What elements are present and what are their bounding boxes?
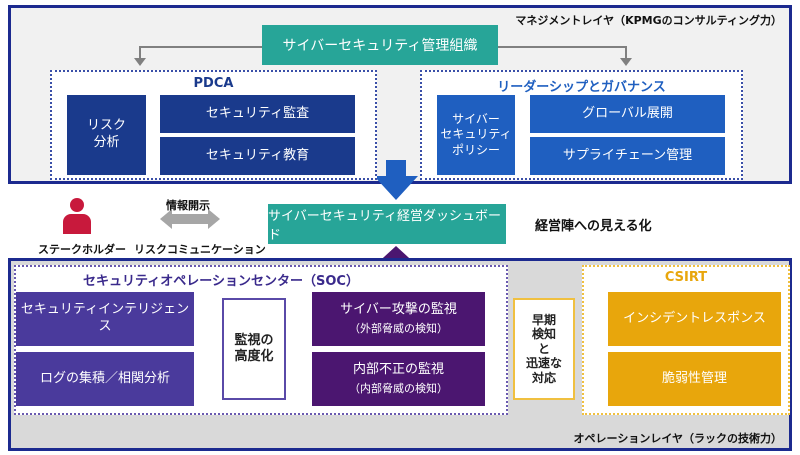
advanced-line-1: 監視の xyxy=(234,332,274,348)
supply-chain-management-box: サプライチェーン管理 xyxy=(530,137,725,175)
risk-analysis-box: リスク 分析 xyxy=(67,95,146,175)
pdca-title: PDCA xyxy=(193,76,234,91)
org-to-pdca-arrow xyxy=(139,46,262,60)
global-expansion-box: グローバル展開 xyxy=(530,95,725,133)
internal-fraud-monitoring-box: 内部不正の監視 （内部脅威の検知） xyxy=(312,352,485,406)
risk-analysis-line-1: リスク xyxy=(86,118,126,134)
visibility-label: 経営陣への見える化 xyxy=(535,219,652,234)
cyber-security-policy-box: サイバー セキュリティ ポリシー xyxy=(437,95,515,175)
policy-line-3: ポリシー xyxy=(451,142,500,157)
security-education-box: セキュリティ教育 xyxy=(160,137,355,175)
internal-fraud-monitoring-sub: （内部脅威の検知） xyxy=(349,381,448,395)
down-arrow-to-dashboard xyxy=(374,160,418,200)
security-intelligence-box: セキュリティインテリジェンス xyxy=(16,292,194,346)
early-line-4: 迅速な xyxy=(525,356,562,371)
early-line-2: 検知 xyxy=(531,327,556,342)
advanced-line-2: 高度化 xyxy=(234,349,274,364)
operation-layer-label: オペレーションレイヤ（ラックの技術力） xyxy=(573,432,782,445)
stakeholder-person-icon xyxy=(62,198,92,238)
cyber-attack-monitoring-title: サイバー攻撃の監視 xyxy=(340,301,457,317)
cyber-attack-monitoring-sub: （外部脅威の検知） xyxy=(349,321,448,335)
policy-line-2: セキュリティ xyxy=(440,127,512,142)
cyber-security-dashboard: サイバーセキュリティ経営ダッシュボード xyxy=(268,204,506,244)
cyber-attack-monitoring-box: サイバー攻撃の監視 （外部脅威の検知） xyxy=(312,292,485,346)
org-to-leadership-arrowhead xyxy=(620,58,632,66)
soc-title: セキュリティオペレーションセンター（SOC） xyxy=(83,274,359,289)
log-correlation-box: ログの集積／相関分析 xyxy=(16,352,194,406)
internal-fraud-monitoring-title: 内部不正の監視 xyxy=(352,361,444,377)
advanced-monitoring-box: 監視の 高度化 xyxy=(222,298,286,400)
csirt-title: CSIRT xyxy=(664,270,708,285)
early-line-3: と xyxy=(537,341,550,356)
stakeholder-label: ステークホルダー xyxy=(38,243,126,256)
disclosure-double-arrow xyxy=(160,209,220,229)
early-line-1: 早期 xyxy=(531,313,556,328)
org-to-leadership-arrow xyxy=(498,46,627,60)
policy-line-1: サイバー xyxy=(452,111,500,126)
management-layer-label: マネジメントレイヤ（KPMGのコンサルティング力） xyxy=(515,14,782,27)
disclosure-label: 情報開示 xyxy=(166,199,210,212)
org-to-pdca-arrowhead xyxy=(134,58,146,66)
vulnerability-management-box: 脆弱性管理 xyxy=(608,352,781,406)
risk-analysis-line-2: 分析 xyxy=(93,135,120,150)
risk-communication-label: リスクコミュニケーション xyxy=(134,243,266,256)
security-audit-box: セキュリティ監査 xyxy=(160,95,355,133)
security-management-org: サイバーセキュリティ管理組織 xyxy=(262,25,498,65)
early-line-5: 対応 xyxy=(531,370,556,385)
leadership-governance-title: リーダーシップとガバナンス xyxy=(497,80,666,95)
early-detection-box: 早期 検知 と 迅速な 対応 xyxy=(513,298,575,400)
incident-response-box: インシデントレスポンス xyxy=(608,292,781,346)
